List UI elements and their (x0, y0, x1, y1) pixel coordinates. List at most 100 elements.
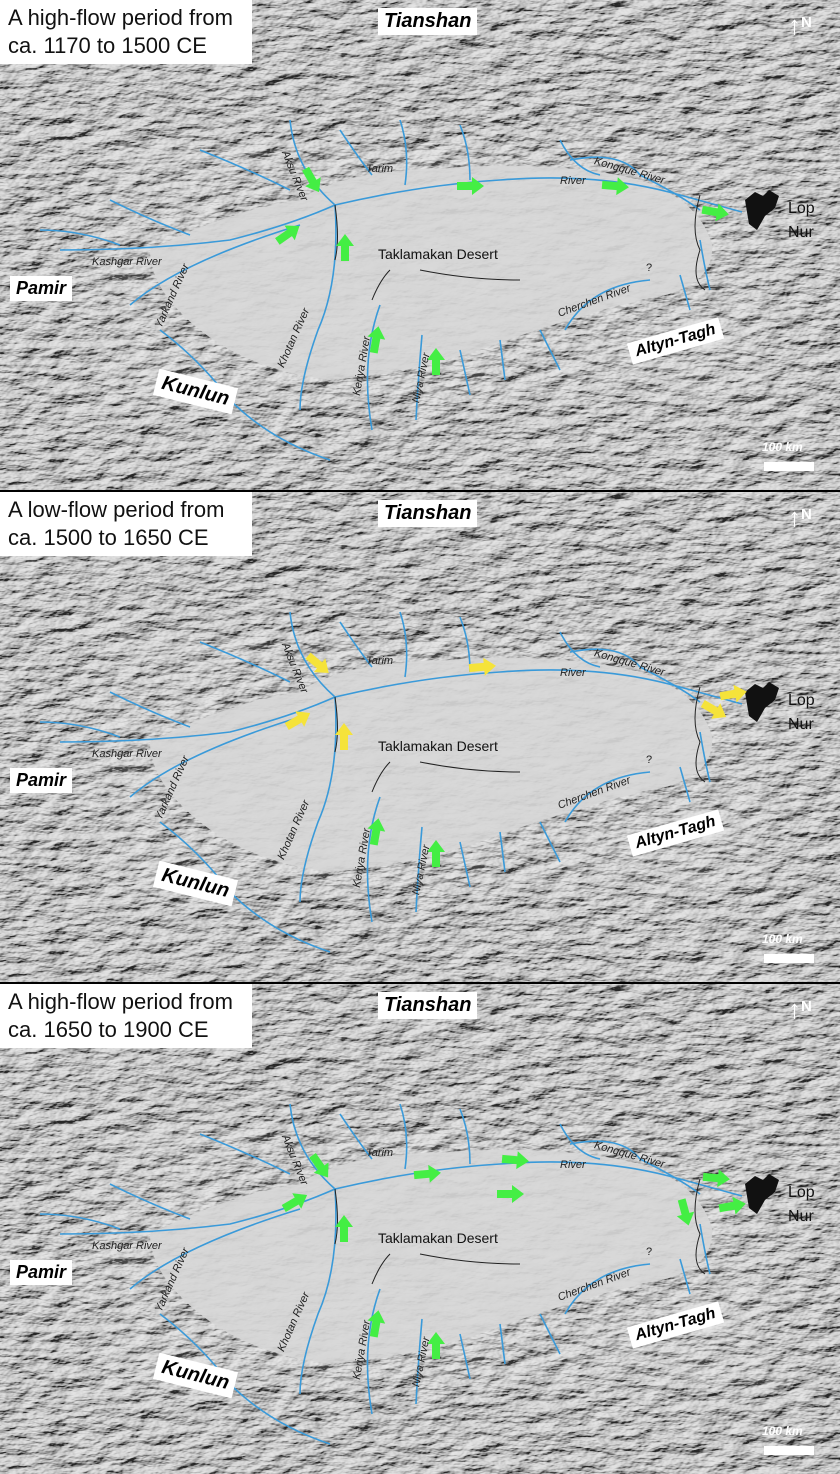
river-line (59, 1161, 743, 1235)
river-line (299, 1188, 337, 1395)
map-panel: A low-flow period from ca. 1500 to 1650 … (0, 492, 840, 982)
river-line (339, 621, 373, 668)
lop-nur-lake (745, 190, 779, 230)
river-line (339, 129, 373, 176)
arrow-up-icon: ↑ (788, 502, 801, 532)
river-line (415, 334, 423, 421)
dry-channel (334, 1188, 338, 1245)
label-river: River (560, 1159, 586, 1171)
lop-nur-lake (745, 1174, 779, 1214)
label-pamir: Pamir (10, 768, 73, 793)
scale-bar (764, 1446, 814, 1455)
flow-arrow (367, 818, 386, 846)
north-label: N (801, 998, 812, 1015)
flow-arrow (427, 840, 445, 867)
river-line (199, 149, 291, 191)
label-taklamakan-desert: Taklamakan Desert (378, 738, 498, 754)
label-lop: Lop (788, 1184, 815, 1201)
lop-nur-lake (745, 682, 779, 722)
dry-channel (334, 696, 338, 753)
label-river: River (560, 667, 586, 679)
period-title-line2: ca. 1650 to 1900 CE (8, 1017, 209, 1042)
label-pamir: Pamir (10, 1260, 73, 1285)
flow-arrow (676, 1198, 695, 1226)
river-line (499, 1323, 506, 1365)
dry-channel (371, 761, 391, 793)
flow-arrow (284, 711, 311, 730)
dry-channel (694, 194, 706, 291)
flow-arrow (457, 177, 484, 195)
label-river: River (560, 175, 586, 187)
scale-label: 100 km (762, 1424, 803, 1438)
river-line (539, 821, 561, 863)
scale-label: 100 km (762, 440, 803, 454)
river-line (399, 119, 408, 186)
river-line (459, 841, 471, 888)
river-line (289, 119, 336, 206)
flow-arrow (335, 1215, 353, 1242)
river-line (564, 279, 651, 331)
river-line (569, 156, 701, 211)
flow-arrow (718, 1196, 746, 1215)
river-line (499, 339, 506, 381)
map-panel: A high-flow period from ca. 1650 to 1900… (0, 984, 840, 1474)
river-line (299, 204, 337, 411)
river-line (559, 1123, 601, 1160)
flow-arrow (275, 225, 300, 245)
river-line (569, 648, 701, 703)
label-taklamakan-desert: Taklamakan Desert (378, 246, 498, 262)
river-line (459, 124, 471, 181)
label-lop: Lop (788, 200, 815, 217)
river-line (459, 1108, 471, 1165)
relief-map (0, 984, 840, 1474)
label-lop: Lop (788, 692, 815, 709)
flow-arrow (335, 723, 353, 750)
river-line (289, 611, 336, 698)
north-arrow: ↑N (788, 502, 812, 532)
flow-arrow (302, 166, 321, 193)
period-title-line1: A high-flow period from (8, 5, 233, 30)
scale-label: 100 km (762, 932, 803, 946)
river-line (366, 1288, 381, 1415)
arrow-up-icon: ↑ (788, 994, 801, 1024)
river-line (39, 1213, 121, 1230)
label-tianshan: Tianshan (378, 500, 478, 527)
label-nur: Nur (788, 716, 814, 733)
label-kashgar-river: Kashgar River (92, 748, 162, 760)
river-line (199, 1133, 291, 1175)
relief-map (0, 492, 840, 982)
river-line (559, 139, 601, 176)
river-line (366, 796, 381, 923)
flow-arrow (305, 652, 329, 673)
flow-arrow (336, 234, 354, 261)
river-line (59, 177, 743, 251)
dry-channel (694, 686, 706, 783)
flow-arrow (367, 326, 386, 354)
label-tianshan: Tianshan (378, 992, 478, 1019)
river-line (699, 239, 711, 291)
question-mark: ? (646, 754, 653, 766)
river-line (679, 766, 691, 803)
river-line (499, 831, 506, 873)
flow-arrow (309, 1153, 329, 1178)
river-line (415, 1318, 423, 1405)
river-line (289, 1103, 336, 1190)
scale-bar (764, 462, 814, 471)
north-label: N (801, 506, 812, 523)
river-line (199, 641, 291, 683)
label-kashgar-river: Kashgar River (92, 1240, 162, 1252)
period-title: A high-flow period from ca. 1650 to 1900… (0, 984, 252, 1048)
river-line (129, 716, 301, 798)
question-mark: ? (646, 262, 653, 274)
flow-arrow (700, 700, 727, 719)
river-line (699, 1223, 711, 1275)
dry-channel (694, 1178, 706, 1275)
river-line (109, 199, 191, 236)
flow-arrow (413, 1164, 441, 1183)
dry-channel (419, 269, 521, 281)
question-mark: ? (646, 1246, 653, 1258)
label-tarim: Tarim (366, 163, 394, 175)
river-line (399, 1103, 408, 1170)
dry-channel (334, 204, 338, 261)
